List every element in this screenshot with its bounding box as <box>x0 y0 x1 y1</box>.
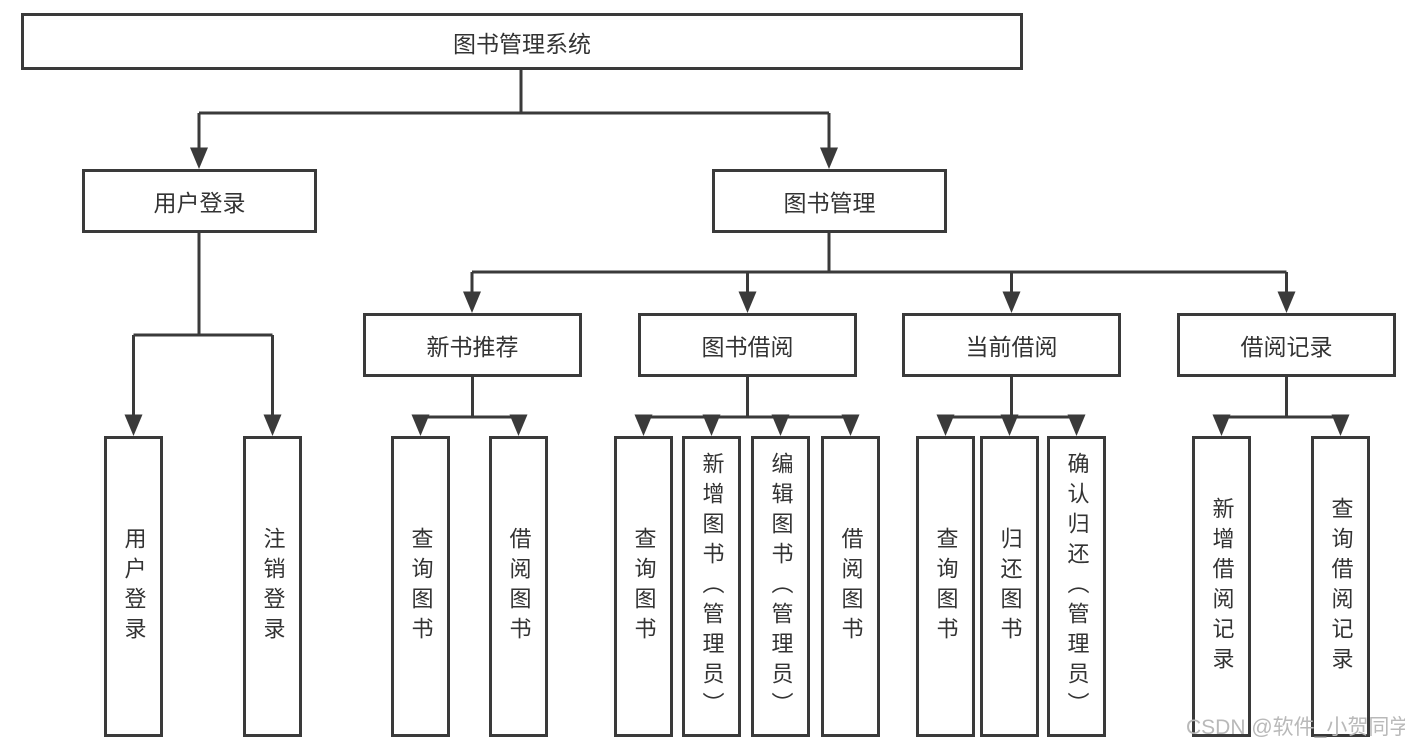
leaf-label: 查询图书 <box>933 526 959 647</box>
leaf-label: 确认归还（管理员） <box>1064 451 1090 722</box>
leaf-label: 查询借阅记录 <box>1328 496 1354 677</box>
connector-book-borrowing-subtree <box>643 377 851 419</box>
leaf-user-login: 用户登录 <box>104 436 163 737</box>
node-label: 当前借阅 <box>965 334 1058 360</box>
arrowhead-icon <box>509 414 528 436</box>
arrowhead-icon <box>1067 414 1086 436</box>
arrowhead-icon <box>936 414 955 436</box>
arrowhead-icon <box>634 414 653 436</box>
node-label: 图书借阅 <box>701 334 794 360</box>
node-label: 图书管理 <box>783 190 876 216</box>
connector-user-login-subtree <box>132 233 274 417</box>
connector-new-book-recommendation-subtree <box>420 377 519 419</box>
connector-root-to-level1 <box>197 69 831 150</box>
leaf-query-books-recommendation: 查询图书 <box>391 436 450 737</box>
arrowhead-icon <box>263 414 282 436</box>
connector-book-management-to-level2 <box>470 233 1288 294</box>
node-label: 新书推荐 <box>426 334 519 360</box>
leaf-query-borrow-record: 查询借阅记录 <box>1311 436 1370 737</box>
leaf-confirm-return-admin: 确认归还（管理员） <box>1047 436 1106 737</box>
node-label: 借阅记录 <box>1240 334 1333 360</box>
arrowhead-icon <box>411 414 430 436</box>
leaf-label: 查询图书 <box>631 526 657 647</box>
arrowhead-icon <box>463 291 481 313</box>
leaf-query-books-current: 查询图书 <box>916 436 975 737</box>
arrowhead-icon <box>820 147 838 169</box>
node-borrowing-records: 借阅记录 <box>1177 313 1396 377</box>
leaf-label: 注销登录 <box>260 526 286 647</box>
leaf-label: 借阅图书 <box>506 526 532 647</box>
node-library-management-system: 图书管理系统 <box>21 13 1023 70</box>
leaf-add-borrow-record: 新增借阅记录 <box>1192 436 1251 737</box>
node-label: 用户登录 <box>153 190 246 216</box>
leaf-label: 查询图书 <box>408 526 434 647</box>
arrowhead-icon <box>702 414 721 436</box>
node-book-borrowing: 图书借阅 <box>638 313 857 377</box>
leaf-label: 编辑图书（管理员） <box>768 451 794 722</box>
arrowhead-icon <box>841 414 860 436</box>
arrowhead-icon <box>771 414 790 436</box>
leaf-query-books-borrowing: 查询图书 <box>614 436 673 737</box>
leaf-borrow-books-borrowing: 借阅图书 <box>821 436 880 737</box>
arrowhead-icon <box>738 291 757 313</box>
arrowhead-icon <box>1331 414 1350 436</box>
leaf-add-book-admin: 新增图书（管理员） <box>682 436 741 737</box>
node-book-management: 图书管理 <box>712 169 947 233</box>
arrowhead-icon <box>190 147 208 169</box>
connector-borrowing-records-subtree <box>1221 377 1341 419</box>
leaf-borrow-books-recommendation: 借阅图书 <box>489 436 548 737</box>
leaf-label: 归还图书 <box>997 526 1023 647</box>
node-current-borrowing: 当前借阅 <box>902 313 1121 377</box>
leaf-edit-book-admin: 编辑图书（管理员） <box>751 436 810 737</box>
arrowhead-icon <box>1002 291 1021 313</box>
node-label: 图书管理系统 <box>453 30 591 57</box>
leaf-label: 新增借阅记录 <box>1209 496 1235 677</box>
arrowhead-icon <box>1000 414 1019 436</box>
node-new-book-recommendation: 新书推荐 <box>363 313 582 377</box>
node-user-login: 用户登录 <box>82 169 317 233</box>
csdn-watermark: CSDN @软件_小贺同学 <box>1186 716 1405 739</box>
leaf-logout: 注销登录 <box>243 436 302 737</box>
arrowhead-icon <box>1277 291 1296 313</box>
leaf-return-books: 归还图书 <box>980 436 1039 737</box>
arrowhead-icon <box>1212 414 1231 436</box>
connector-current-borrowing-subtree <box>945 377 1077 419</box>
arrowhead-icon <box>124 414 143 436</box>
leaf-label: 用户登录 <box>121 526 147 647</box>
leaf-label: 新增图书（管理员） <box>699 451 725 722</box>
leaf-label: 借阅图书 <box>838 526 864 647</box>
